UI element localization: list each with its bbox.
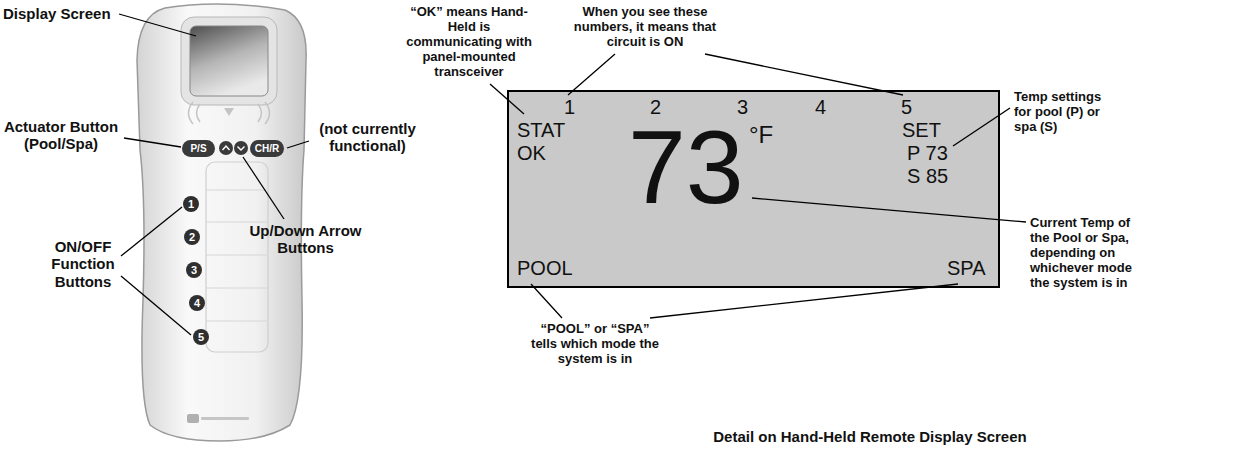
temperature-reading: 73: [628, 115, 744, 219]
function-button: CH/R: [250, 140, 284, 157]
leader-line: [650, 284, 958, 318]
status-value: OK: [517, 142, 546, 164]
mode-indicator: SPA: [947, 257, 986, 279]
leader-line: [953, 108, 1010, 146]
leader-line: [243, 157, 284, 219]
leader-line: [287, 141, 309, 148]
callout-label: Actuator Button (Pool/Spa): [0, 118, 122, 153]
callout-note: Current Temp of the Pool or Spa, dependi…: [1030, 216, 1152, 291]
callout-note: “OK” means Hand-Held is communicating wi…: [405, 5, 533, 80]
display-screen: 12345STATOK73°FSETP 73S 85POOLSPA: [507, 90, 1000, 288]
onoff-button: 4: [189, 295, 205, 311]
callout-note: When you see these numbers, it means tha…: [560, 5, 730, 50]
leader-line: [119, 14, 196, 36]
button-label: CH/R: [255, 144, 279, 154]
onoff-button: 3: [186, 262, 202, 278]
leader-line: [752, 198, 1026, 222]
leader-lines: [119, 14, 1026, 335]
circuit-number: 5: [901, 96, 912, 118]
button-label: 3: [191, 265, 197, 276]
pool-setpoint: P 73: [907, 142, 948, 164]
circuit-number: 4: [815, 96, 826, 118]
leader-line: [705, 54, 903, 95]
circuit-number: 1: [564, 96, 575, 118]
groove-divider: [206, 190, 268, 321]
spa-setpoint: S 85: [907, 165, 948, 187]
logo-bar: [201, 417, 249, 420]
callout-label: ON/OFF Function Buttons: [38, 238, 128, 290]
mode-indicator: POOL: [517, 257, 573, 279]
up-button: [219, 141, 233, 155]
button-label: 5: [198, 332, 204, 343]
leader-line: [124, 138, 181, 147]
callout-label: (not currently functional): [305, 120, 430, 155]
button-label: 4: [194, 298, 200, 309]
leader-line: [568, 54, 615, 95]
signal-ridges: [189, 102, 270, 124]
button-label: P/S: [190, 144, 206, 154]
actuator-button: P/S: [182, 140, 215, 157]
leader-line: [531, 284, 562, 318]
button-label: 1: [188, 199, 194, 210]
setpoint-label: SET: [902, 119, 941, 141]
remote-screen: [190, 26, 268, 96]
figure-caption: Detail on Hand-Held Remote Display Scree…: [660, 428, 1080, 445]
up-chevron: [223, 146, 230, 150]
leader-line: [121, 207, 182, 256]
down-chevron: [238, 147, 245, 151]
logo-mark: [187, 414, 199, 423]
leader-line: [121, 276, 191, 335]
down-button: [234, 141, 248, 155]
button-label: 2: [189, 232, 195, 243]
callout-note: Temp settings for pool (P) or spa (S): [1014, 90, 1114, 135]
button-groove: [206, 162, 268, 352]
callout-label: Up/Down Arrow Buttons: [248, 222, 363, 257]
signal-mark: [224, 108, 234, 116]
status-label: STAT: [517, 119, 565, 141]
onoff-button: 2: [184, 229, 200, 245]
callout-note: “POOL” or “SPA” tells which mode the sys…: [530, 322, 660, 367]
onoff-button: 5: [193, 329, 209, 345]
temperature-unit: °F: [749, 122, 773, 148]
screen-bezel: [181, 17, 277, 105]
callout-label: Display Screen: [3, 5, 143, 22]
display-ground: [507, 90, 1000, 288]
onoff-button: 1: [183, 196, 199, 212]
